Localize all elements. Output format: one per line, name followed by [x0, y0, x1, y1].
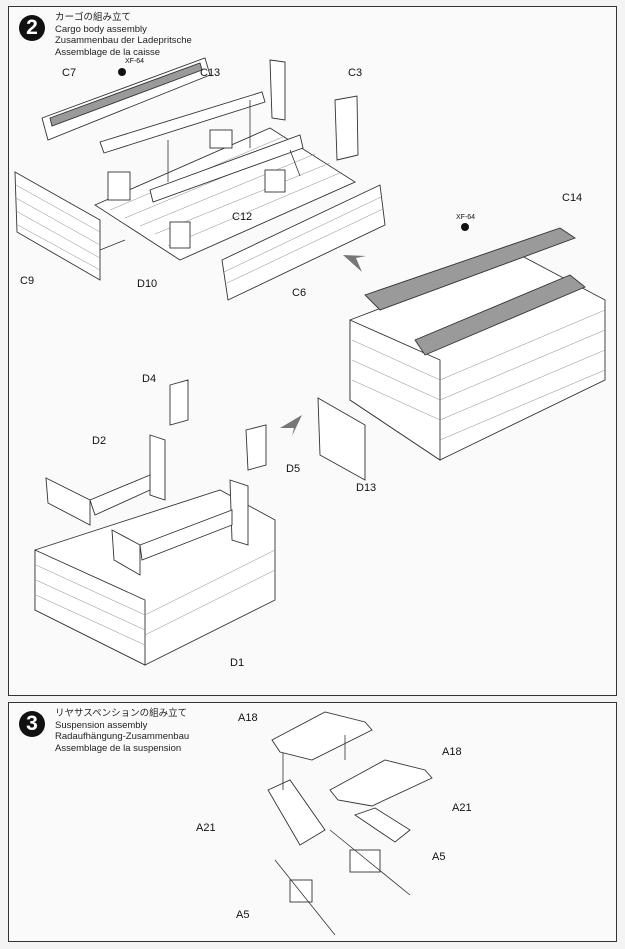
- paint-marker-icon: [461, 223, 469, 231]
- label-a5: A5: [236, 909, 249, 921]
- step-number-badge: 3: [19, 711, 45, 737]
- part-c6-side-panel: [221, 184, 386, 301]
- title-ja: リヤサスペンションの組み立て: [55, 708, 188, 719]
- assembled-cargo-body: [349, 254, 606, 461]
- label-a18: A18: [238, 712, 258, 724]
- label-a21: A21: [452, 802, 472, 814]
- lower-cargo-body: [34, 379, 276, 666]
- part-c9-side-panel: [14, 171, 101, 281]
- arrow-icon: [343, 255, 366, 272]
- label-c12: C12: [232, 211, 252, 223]
- label-d5: D5: [286, 463, 300, 475]
- part-d10-cargo-floor: [94, 127, 356, 261]
- part-c3-end-panel: [269, 59, 359, 161]
- part-c14-bench: [364, 227, 586, 356]
- title-en: Suspension assembly: [55, 719, 148, 731]
- title-de: Radaufhängung-Zusammenbau: [55, 731, 190, 742]
- label-d4: D4: [142, 373, 156, 385]
- part-c7-side-panel: [41, 57, 211, 141]
- label-c3: C3: [348, 67, 362, 79]
- part-c12-rail: [149, 134, 304, 203]
- step-2-titles: カーゴの組み立て Cargo body assembly Zusammenbau…: [55, 12, 192, 58]
- label-a21: A21: [196, 822, 216, 834]
- step-3-titles: リヤサスペンションの組み立て Suspension assembly Radau…: [55, 708, 189, 754]
- label-a18: A18: [442, 746, 462, 758]
- part-c13-rail: [99, 91, 266, 154]
- label-a5: A5: [432, 851, 445, 863]
- label-c6: C6: [292, 287, 306, 299]
- title-fr: Assemblage de la suspension: [55, 742, 182, 754]
- label-c13: C13: [200, 67, 220, 79]
- title-de: Zusammenbau der Ladepritsche: [55, 35, 192, 46]
- label-c7: C7: [62, 67, 76, 79]
- paint-marker-icon: [118, 68, 126, 76]
- arrow-icon: [280, 415, 302, 436]
- label-xf64: XF-64: [456, 214, 475, 221]
- suspension-parts: [267, 711, 433, 936]
- title-ja: カーゴの組み立て: [55, 12, 132, 23]
- label-d13: D13: [356, 482, 376, 494]
- label-c14: C14: [562, 192, 582, 204]
- label-c9: C9: [20, 275, 34, 287]
- title-fr: Assemblage de la caisse: [55, 46, 161, 58]
- step-number-badge: 2: [19, 15, 45, 41]
- label-d2: D2: [92, 435, 106, 447]
- label-xf64: XF-64: [125, 58, 144, 65]
- title-en: Cargo body assembly: [55, 23, 147, 35]
- label-d10: D10: [137, 278, 157, 290]
- label-d1: D1: [230, 657, 244, 669]
- part-d13-tailgate: [317, 397, 366, 481]
- guide-lines: [99, 100, 301, 251]
